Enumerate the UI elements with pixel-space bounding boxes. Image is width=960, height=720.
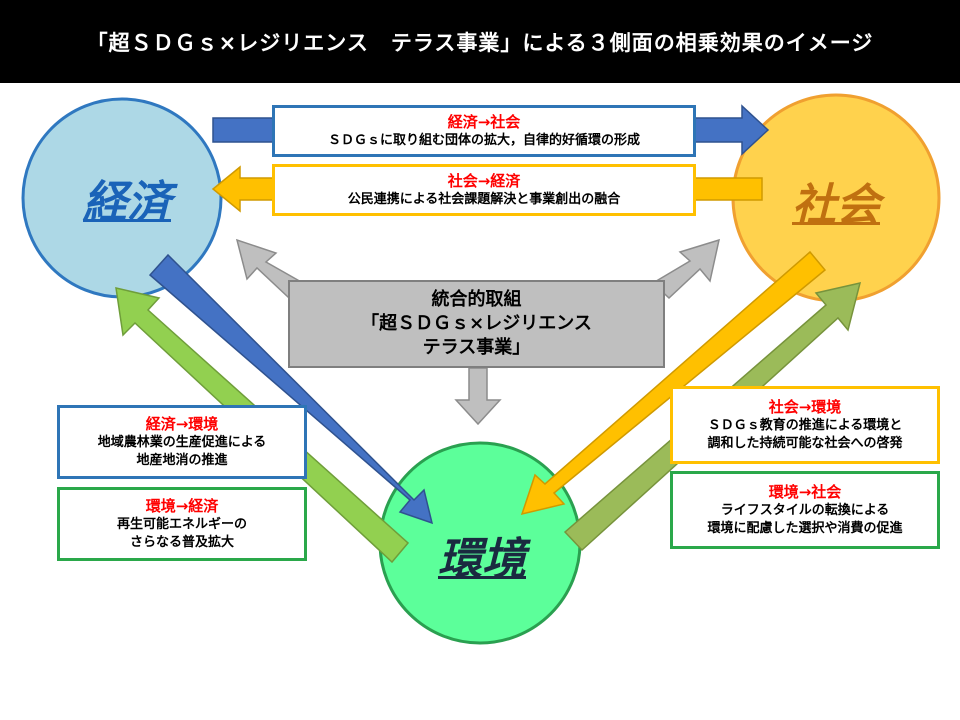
environment-label: 環境 bbox=[438, 534, 526, 585]
economy-label: 経済 bbox=[83, 177, 171, 228]
relation-body: ＳＤＧｓに取り組む団体の拡大，自律的好循環の形成 bbox=[327, 132, 640, 148]
society-label: 社会 bbox=[792, 180, 880, 231]
arrow-center-to-environment bbox=[454, 367, 502, 426]
relation-soc-to-econ: 社会→経済 公民連携による社会課題解決と事業創出の融合 bbox=[272, 164, 696, 216]
relation-env-to-soc: 環境→社会 ライフスタイルの転換による 環境に配慮した選択や消費の促進 bbox=[670, 471, 940, 549]
relation-body: 地域農林業の生産促進による 地産地消の推進 bbox=[97, 434, 267, 468]
relation-title: 環境→経済 bbox=[145, 496, 219, 515]
relation-title: 経済→環境 bbox=[145, 414, 219, 433]
center-line-2: 「超ＳＤＧｓ×レジリエンス bbox=[361, 313, 592, 334]
arrow-economy-to-environment bbox=[148, 253, 434, 525]
relation-econ-to-soc: 経済→社会 ＳＤＧｓに取り組む団体の拡大，自律的好循環の形成 bbox=[272, 105, 696, 157]
relation-title: 経済→社会 bbox=[447, 112, 521, 131]
relation-title: 環境→社会 bbox=[768, 482, 842, 501]
arrow-center-to-economy bbox=[235, 238, 305, 299]
relation-body: ライフスタイルの転換による 環境に配慮した選択や消費の促進 bbox=[707, 502, 903, 536]
relation-title: 社会→環境 bbox=[768, 397, 842, 416]
integrated-initiative-box: 統合的取組 「超ＳＤＧｓ×レジリエンス テラス事業」 bbox=[288, 280, 665, 368]
center-line-3: テラス事業」 bbox=[422, 337, 531, 358]
relation-soc-to-env: 社会→環境 ＳＤＧｓ教育の推進による環境と 調和した持続可能な社会への啓発 bbox=[670, 386, 940, 464]
relation-env-to-econ: 環境→経済 再生可能エネルギーの さらなる普及拡大 bbox=[57, 487, 307, 561]
arrow-society-to-environment bbox=[520, 250, 827, 516]
arrow-center-to-society bbox=[651, 238, 721, 300]
center-line-1: 統合的取組 bbox=[431, 289, 522, 310]
relation-econ-to-env: 経済→環境 地域農林業の生産促進による 地産地消の推進 bbox=[57, 405, 307, 479]
relation-body: ＳＤＧｓ教育の推進による環境と 調和した持続可能な社会への啓発 bbox=[707, 417, 903, 451]
relation-body: 公民連携による社会課題解決と事業創出の融合 bbox=[347, 191, 621, 207]
page-title: 「超ＳＤＧｓ×レジリエンス テラス事業」による３側面の相乗効果のイメージ bbox=[0, 0, 960, 83]
relation-title: 社会→経済 bbox=[447, 171, 521, 190]
relation-body: 再生可能エネルギーの さらなる普及拡大 bbox=[116, 516, 247, 550]
